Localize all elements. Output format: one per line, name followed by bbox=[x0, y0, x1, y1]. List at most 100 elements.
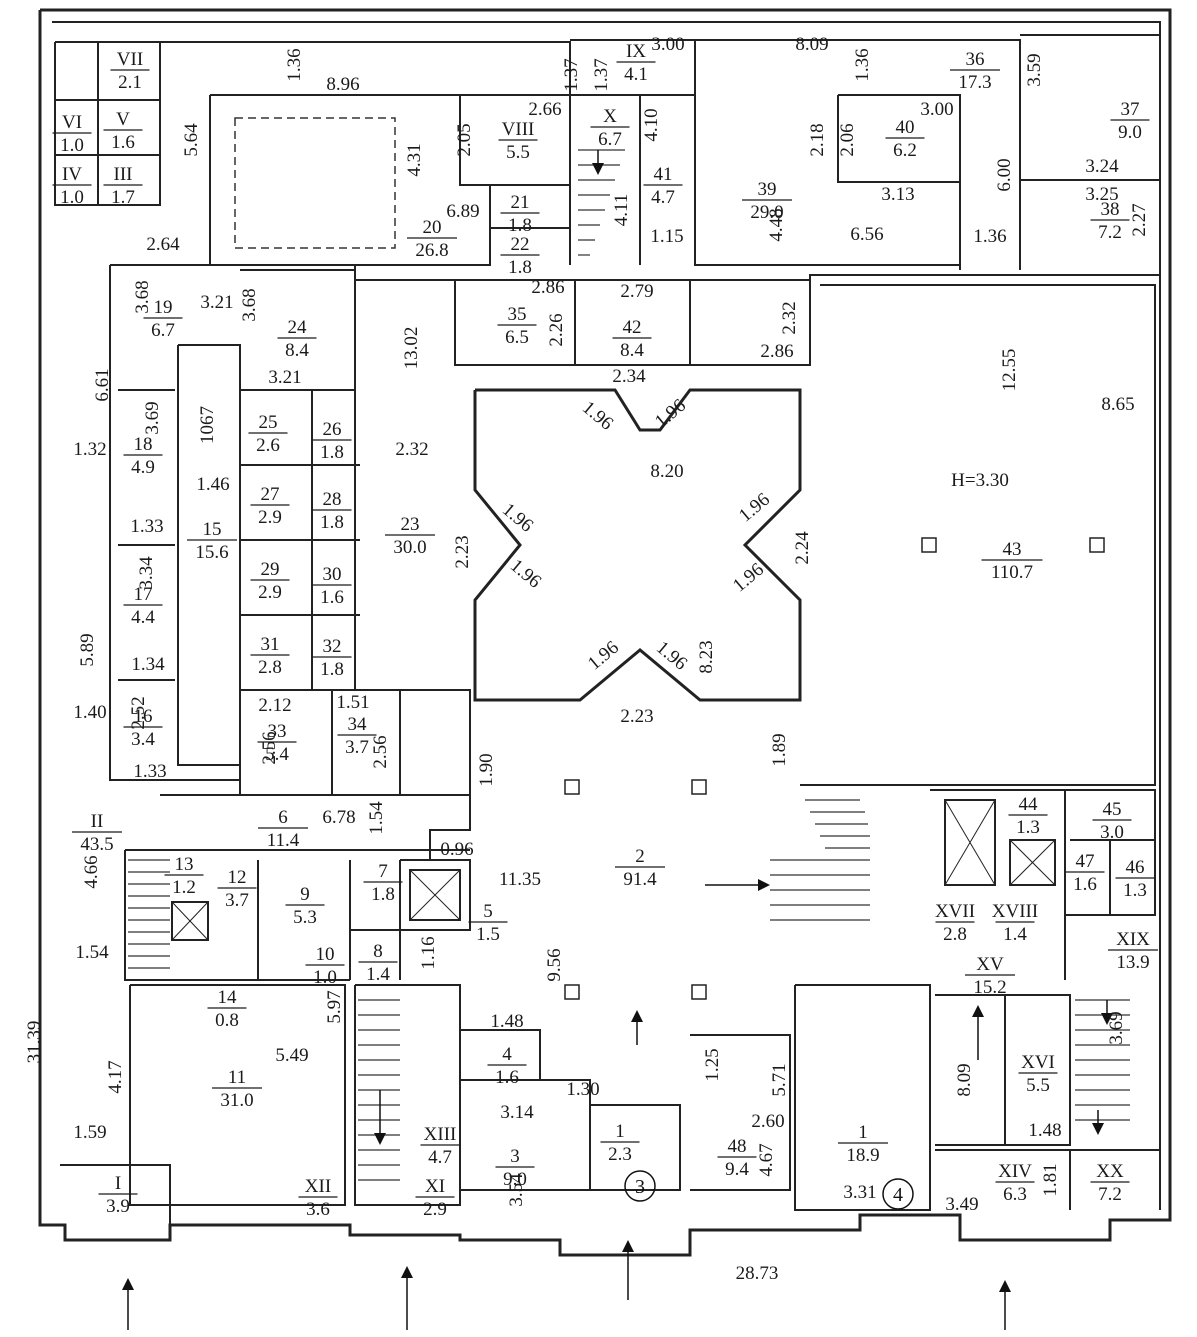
dimension-label: 3.54 bbox=[506, 1173, 527, 1207]
dimension-label: 2.27 bbox=[1129, 203, 1150, 236]
room-number: XIII bbox=[424, 1124, 457, 1145]
room-area: 6.2 bbox=[893, 140, 917, 161]
dimension-label: 2.32 bbox=[779, 301, 800, 334]
dimension-label: 2.26 bbox=[546, 313, 567, 346]
room-number: XII bbox=[305, 1176, 331, 1197]
dimension-label: 3.21 bbox=[268, 367, 301, 388]
dimension-label: 4.10 bbox=[641, 108, 662, 141]
room-13: 131.2 bbox=[164, 854, 204, 898]
room-42: 428.4 bbox=[612, 317, 652, 361]
room-number: 39 bbox=[758, 179, 777, 200]
dimension-label: 1.96 bbox=[651, 395, 690, 432]
room-number: 26 bbox=[323, 419, 342, 440]
dimension-label: 1.36 bbox=[973, 226, 1006, 247]
room-area: 1.5 bbox=[476, 924, 500, 945]
dimension-label: 3.68 bbox=[239, 288, 260, 321]
room-area: 30.0 bbox=[393, 537, 426, 558]
room-number: 15 bbox=[203, 519, 222, 540]
room-area: 9.4 bbox=[725, 1159, 749, 1180]
room-number: 20 bbox=[423, 217, 442, 238]
room-37: 379.0 bbox=[1110, 99, 1150, 143]
room-35: 356.5 bbox=[497, 304, 537, 348]
dimension-label: 9.56 bbox=[544, 948, 565, 981]
room-29: 292.9 bbox=[250, 559, 290, 603]
room-area: 2.9 bbox=[258, 582, 282, 603]
room-area: 31.0 bbox=[220, 1090, 253, 1111]
dimension-label: 3.59 bbox=[1024, 53, 1045, 86]
dimension-label: 3.49 bbox=[945, 1194, 978, 1215]
dimension-label: 1.51 bbox=[336, 692, 369, 713]
room-area: 1.8 bbox=[320, 512, 344, 533]
room-area: 1.4 bbox=[1003, 924, 1027, 945]
room-22: 221.8 bbox=[500, 234, 540, 278]
room-area: 13.9 bbox=[1116, 952, 1149, 973]
room-number: XVII bbox=[935, 901, 975, 922]
dimension-label: 8.96 bbox=[326, 74, 359, 95]
room-area: 7.2 bbox=[1098, 1184, 1122, 1205]
room-number: 19 bbox=[154, 297, 173, 318]
room-area: 3.4 bbox=[131, 729, 155, 750]
room-number: XI bbox=[425, 1176, 445, 1197]
room-number: 40 bbox=[896, 117, 915, 138]
marker-number: 4 bbox=[893, 1184, 903, 1206]
room-number: 3 bbox=[510, 1146, 520, 1167]
dimension-label: 2.23 bbox=[620, 706, 653, 727]
room-area: 43.5 bbox=[80, 834, 113, 855]
room-8: 81.4 bbox=[358, 941, 398, 985]
room-area: 5.3 bbox=[293, 907, 317, 928]
room-number: 27 bbox=[261, 484, 280, 505]
room-area: 2.8 bbox=[943, 924, 967, 945]
room-number: 36 bbox=[966, 49, 985, 70]
room-area: 2.9 bbox=[258, 507, 282, 528]
room-area: 15.6 bbox=[195, 542, 228, 563]
room-21: 211.8 bbox=[500, 192, 540, 236]
room-area: 5.5 bbox=[1026, 1075, 1050, 1096]
room-area: 0.8 bbox=[215, 1010, 239, 1031]
room-area: 7.2 bbox=[1098, 222, 1122, 243]
room-48: 489.4 bbox=[717, 1136, 757, 1180]
entry-marker: 3 bbox=[624, 1170, 656, 1202]
room-14: 140.8 bbox=[207, 987, 247, 1031]
marker-circle bbox=[882, 1178, 914, 1210]
dimension-label: 4.48 bbox=[766, 208, 787, 241]
room-6: 611.4 bbox=[258, 807, 308, 851]
room-number: IX bbox=[626, 41, 646, 62]
dimension-label: 2.64 bbox=[146, 234, 180, 255]
dimension-label: 4.67 bbox=[756, 1143, 777, 1176]
dimension-label: 1.96 bbox=[498, 499, 537, 536]
room-number: 35 bbox=[508, 304, 527, 325]
room-number: I bbox=[115, 1173, 121, 1194]
room-number: XIV bbox=[998, 1161, 1032, 1182]
dimension-label: 3.21 bbox=[200, 292, 233, 313]
room-area: 1.0 bbox=[60, 135, 84, 156]
dimension-label: 3.31 bbox=[843, 1182, 876, 1203]
room-area: 29.0 bbox=[750, 202, 783, 223]
room-area: 1.0 bbox=[313, 967, 337, 988]
room-area: 4.9 bbox=[131, 457, 155, 478]
dimension-label: 1.48 bbox=[1028, 1120, 1061, 1141]
room-area: 18.9 bbox=[846, 1145, 879, 1166]
dimension-label: 1.96 bbox=[729, 559, 768, 596]
room-number: 25 bbox=[259, 412, 278, 433]
dimension-label: 1.96 bbox=[652, 637, 691, 674]
dimension-label: 2.23 bbox=[452, 535, 473, 568]
room-number: 11 bbox=[228, 1067, 246, 1088]
dimension-label: 5.71 bbox=[769, 1063, 790, 1096]
room-number: 31 bbox=[261, 634, 280, 655]
dimension-label: 1.25 bbox=[702, 1048, 723, 1081]
room-number: XVIII bbox=[992, 901, 1038, 922]
room-number: 42 bbox=[623, 317, 642, 338]
dimension-label: 5.89 bbox=[77, 633, 98, 666]
dimension-label: 6.00 bbox=[994, 158, 1015, 191]
room-area: 2.8 bbox=[258, 657, 282, 678]
room-25: 252.6 bbox=[248, 412, 288, 456]
room-area: 1.6 bbox=[1073, 874, 1097, 895]
room-number: 47 bbox=[1076, 851, 1095, 872]
room-area: 17.3 bbox=[958, 72, 991, 93]
